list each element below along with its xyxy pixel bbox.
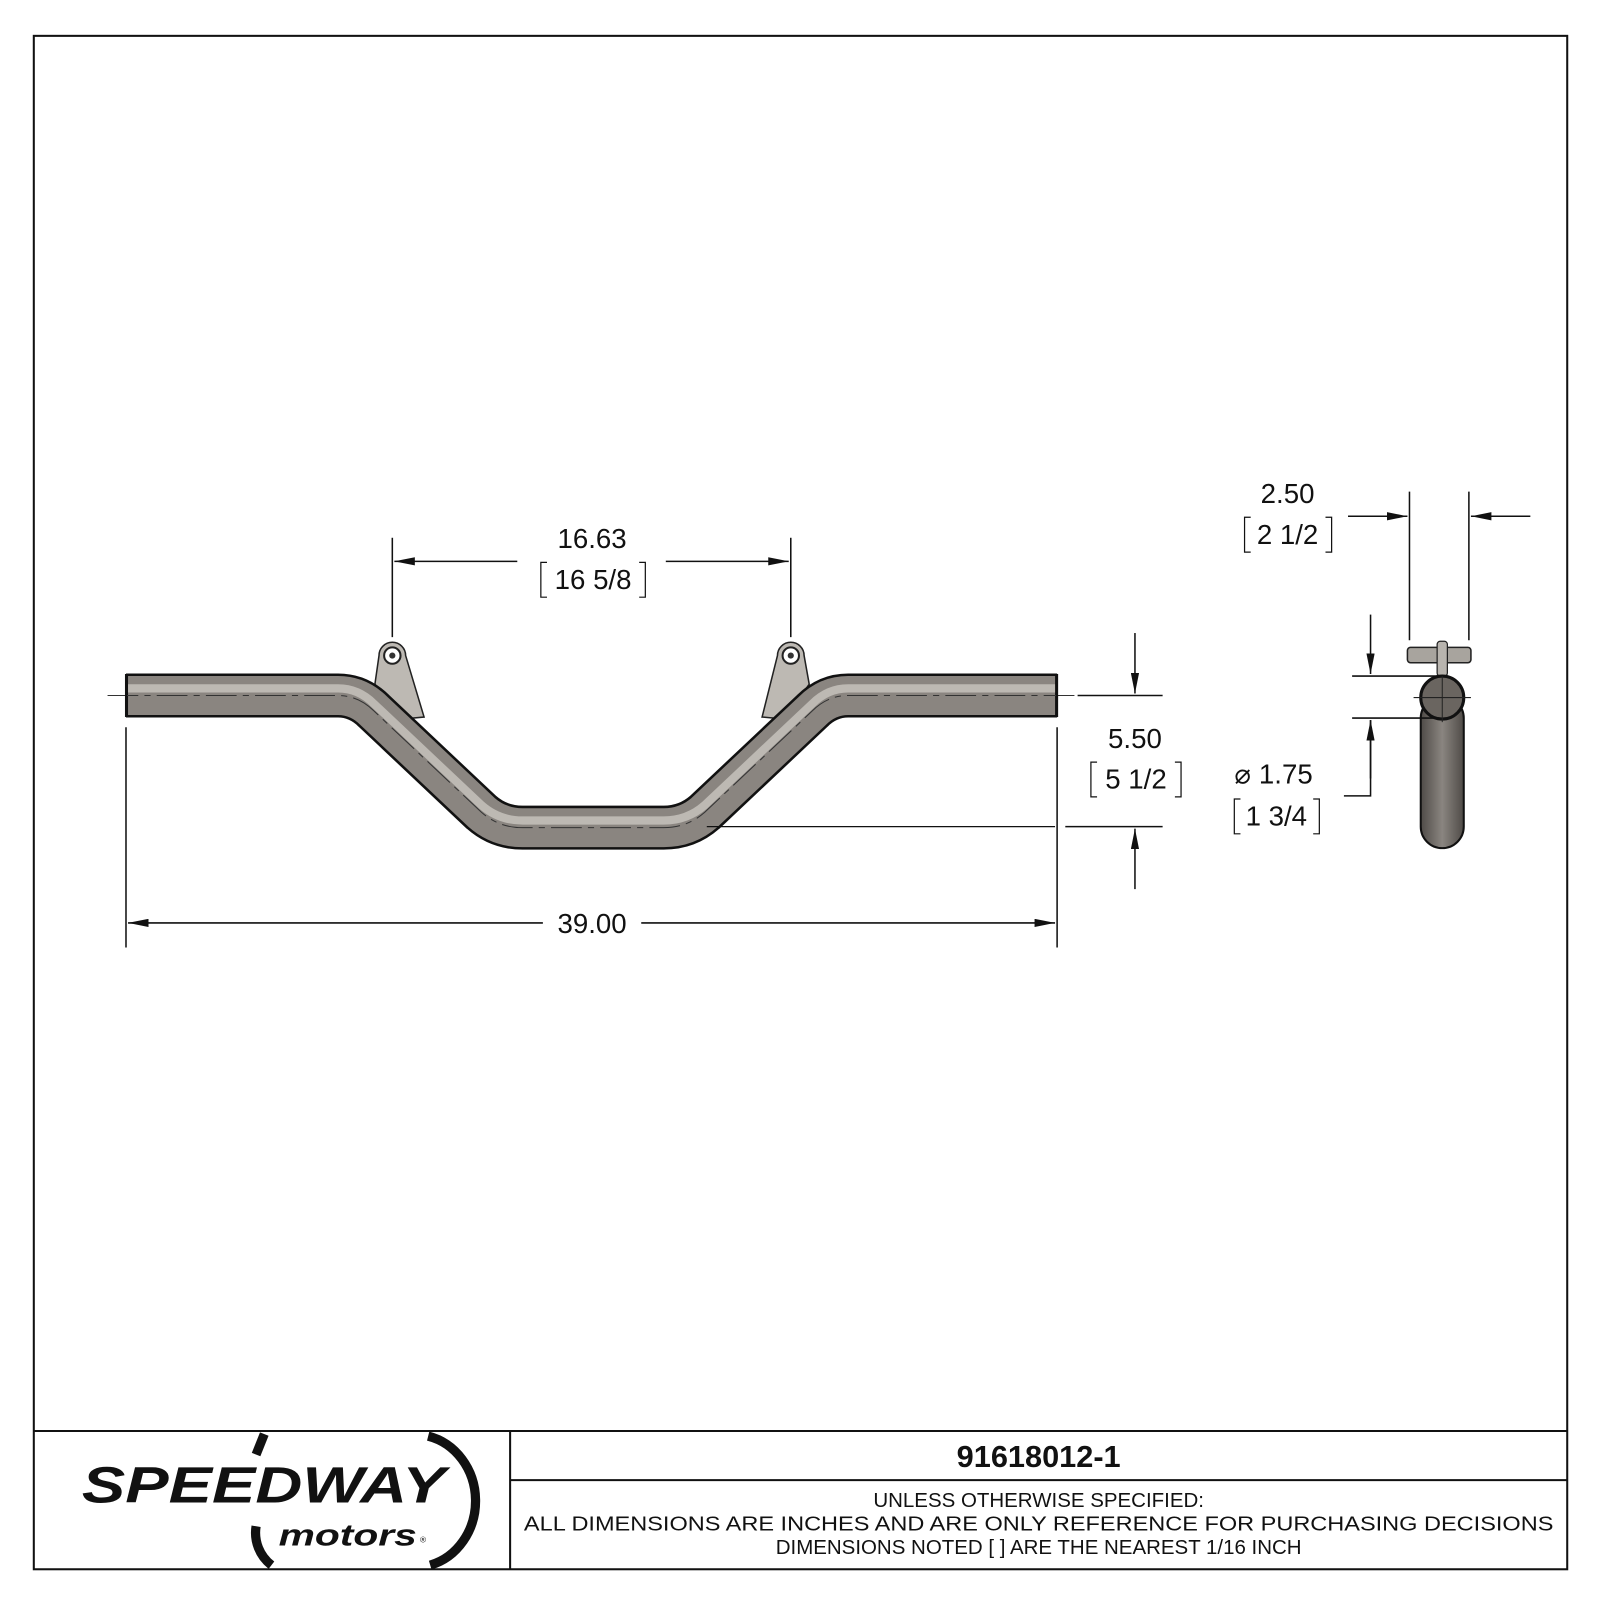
- sheet-border: [32, 34, 1569, 1571]
- dim-diameter-fraction: 1 3/4: [1246, 801, 1307, 832]
- dim-tab-width-decimal: 2.50: [1261, 478, 1315, 509]
- dim-drop-fraction: 5 1/2: [1105, 764, 1166, 795]
- dim-tab-span-decimal: 16.63: [557, 523, 626, 554]
- note-line-3: DIMENSIONS NOTED [ ] ARE THE NEAREST 1/1…: [776, 1536, 1302, 1559]
- dim-drop-decimal: 5.50: [1108, 723, 1162, 754]
- dim-diameter-decimal: 1.75: [1259, 759, 1313, 790]
- logo-sub: motors: [279, 1518, 417, 1553]
- side-view: 2.50 2 1/2 ⌀ 1.75 1 3/4: [1233, 478, 1531, 850]
- speedway-motors-logo: SPEEDWAY motors ®: [82, 1431, 481, 1570]
- diameter-symbol: ⌀: [1234, 759, 1251, 790]
- part-number: 91618012-1: [957, 1439, 1121, 1474]
- dim-tab-span-fraction: 16 5/8: [555, 564, 632, 595]
- dim-tab-width-fraction: 2 1/2: [1257, 519, 1318, 550]
- note-line-1: UNLESS OTHERWISE SPECIFIED:: [873, 1489, 1204, 1512]
- logo-brand: SPEEDWAY: [82, 1457, 451, 1514]
- note-line-2: ALL DIMENSIONS ARE INCHES AND ARE ONLY R…: [524, 1512, 1553, 1535]
- handlebar-tube-outline: [125, 673, 1058, 850]
- svg-text:®: ®: [420, 1536, 426, 1545]
- front-view: 16.63 16 5/8 5.50 5 1/2 39.00: [107, 523, 1182, 948]
- title-block: SPEEDWAY motors ® 91618012-1 UNLESS OTHE…: [33, 1429, 1568, 1570]
- dim-overall-length: 39.00: [557, 908, 626, 939]
